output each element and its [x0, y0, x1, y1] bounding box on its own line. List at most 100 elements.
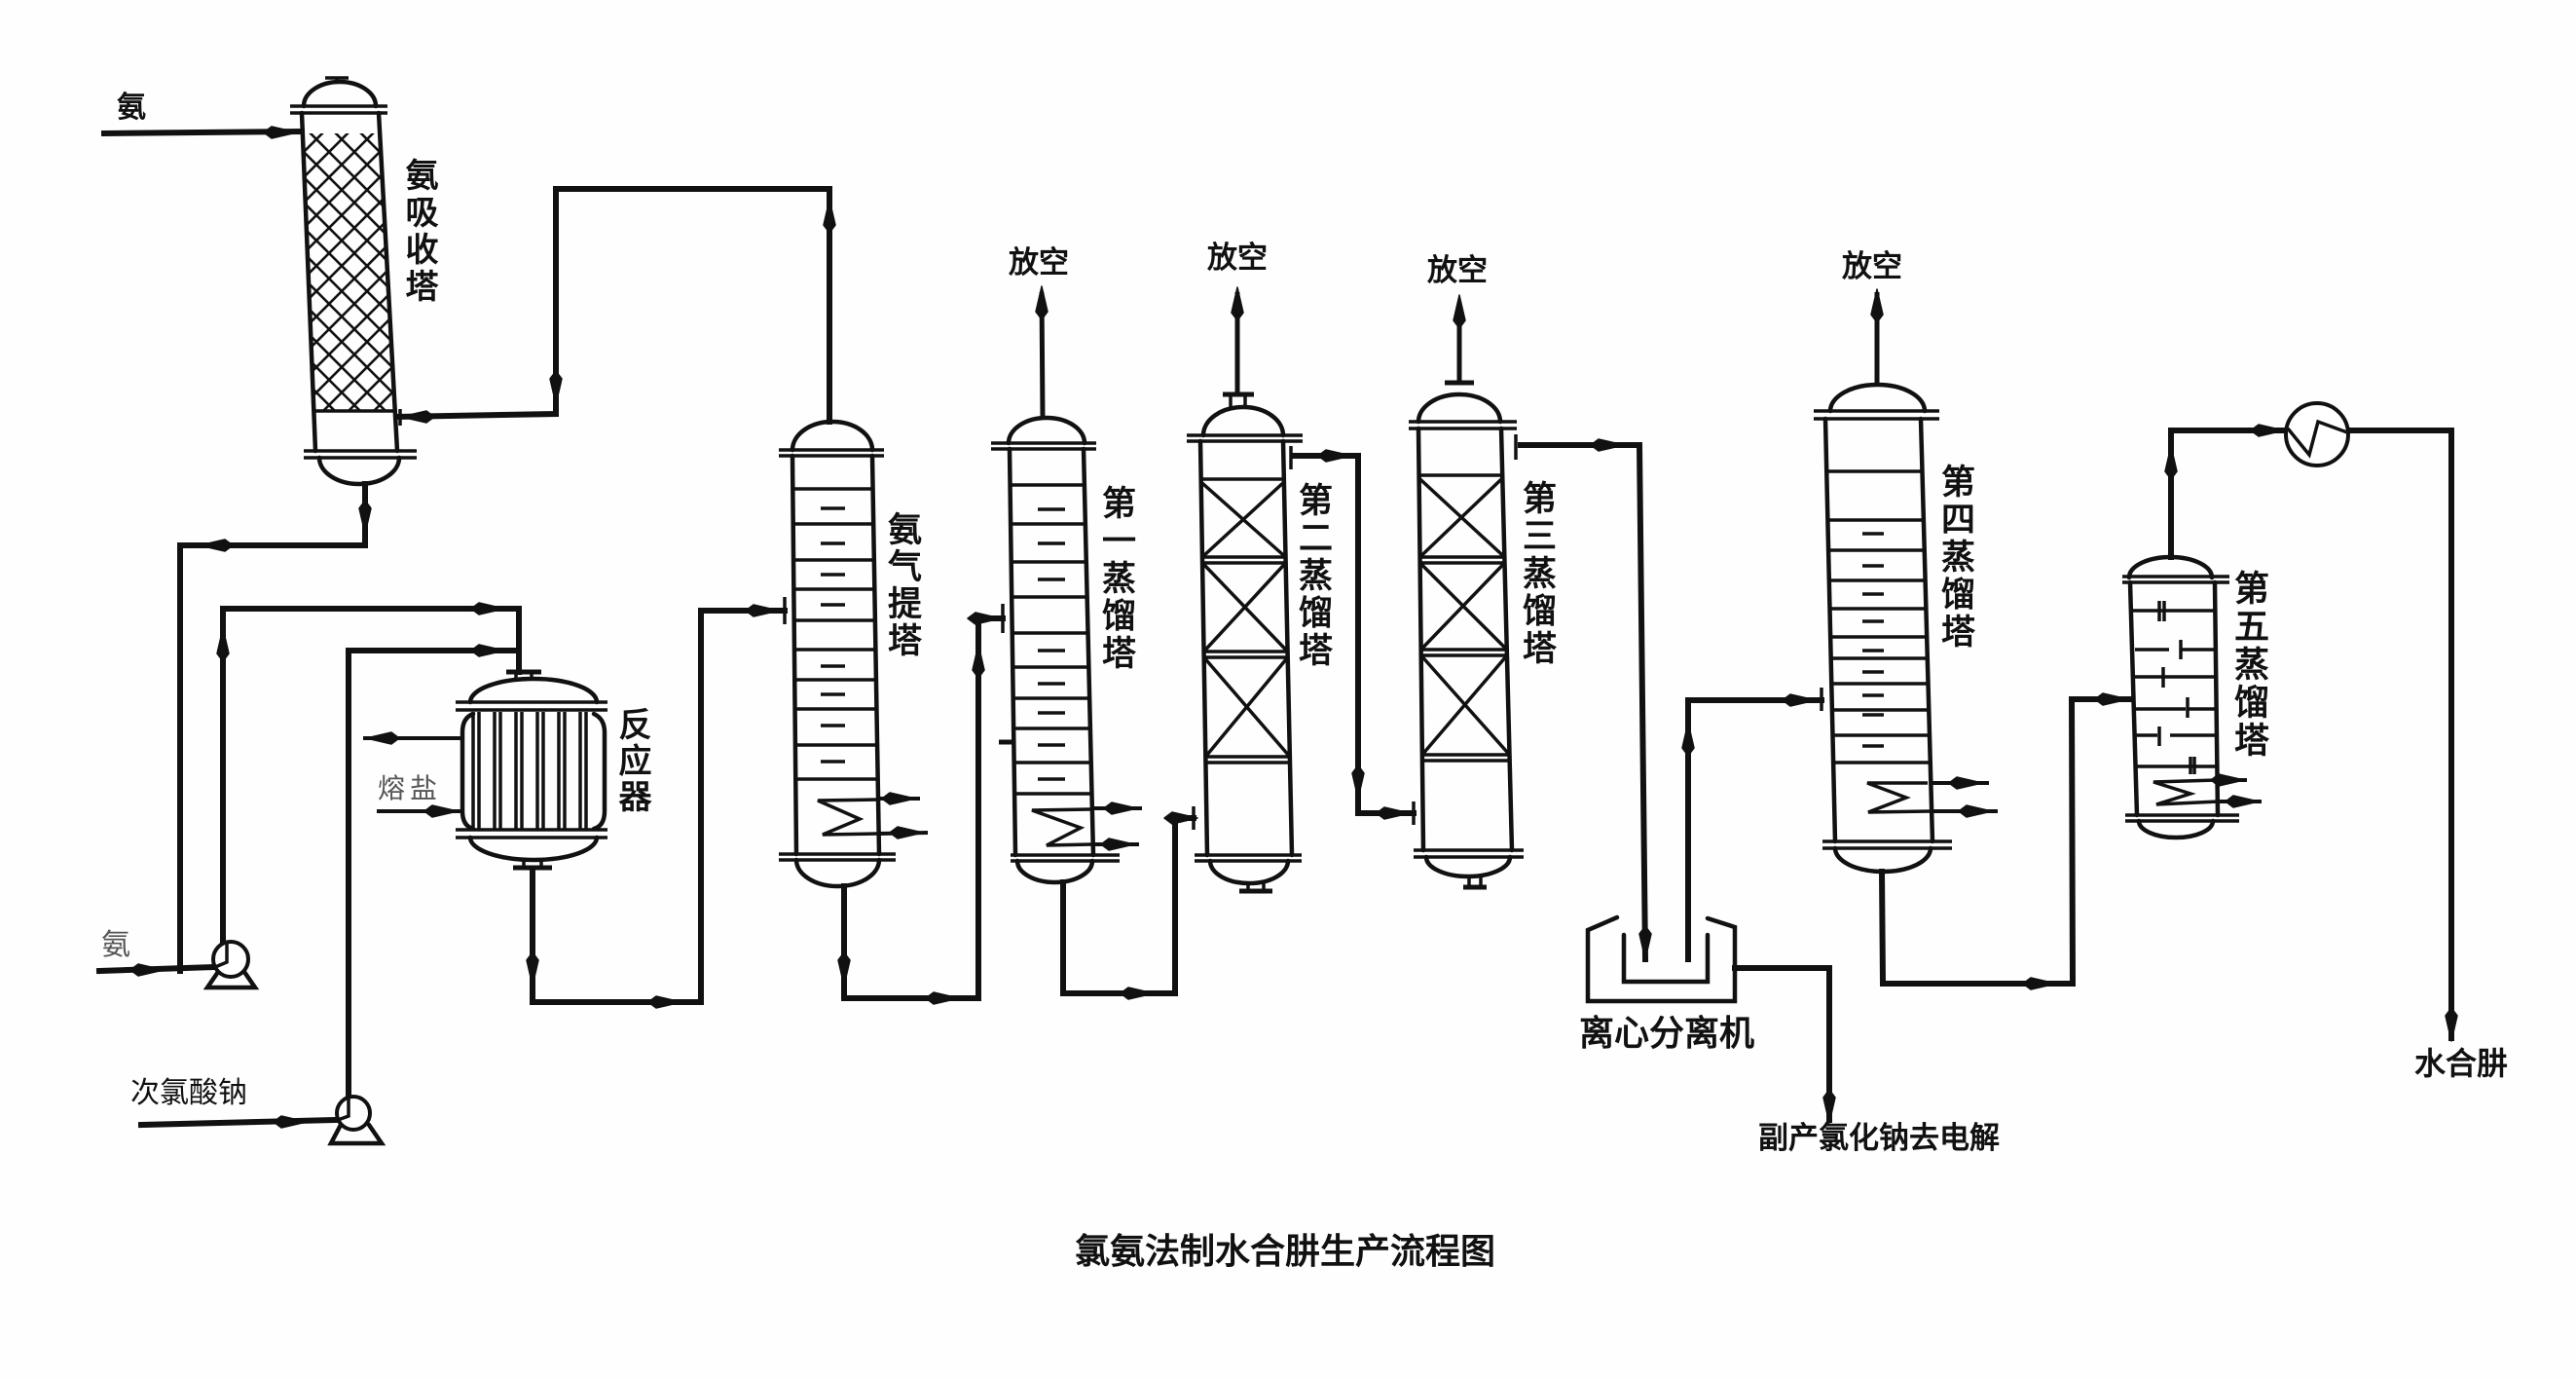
ammonia-feed-flow-arrow-icon	[129, 963, 165, 977]
ammonia-feed-label-top: 氨	[117, 91, 146, 125]
centrifuge-casing	[1585, 914, 1738, 1004]
col2-top-head	[1200, 404, 1286, 438]
col1-feed-flow-arrow-icon	[967, 612, 1002, 625]
col5-bottom-head	[2136, 818, 2216, 840]
ammonia-absorber-label: 氨吸收塔	[399, 158, 438, 306]
ammonia-stripper-label: 氨气提塔	[882, 511, 921, 659]
pump-icon	[327, 1095, 386, 1146]
col5-shell-left	[2127, 579, 2140, 818]
reboiler-coil-icon	[1031, 807, 1093, 847]
absorber-top-head	[301, 79, 379, 109]
condenser-coil	[2286, 419, 2348, 459]
col2-overhead-flow-arrow-icon	[1317, 449, 1352, 463]
col4-heating-2-flow-arrow-icon	[1958, 804, 1993, 818]
stripper-feed-flow-arrow-icon	[745, 604, 780, 617]
condenser-icon	[2284, 401, 2350, 467]
col1-shell-right	[1081, 446, 1096, 858]
distillation-column-1	[991, 415, 1120, 885]
distillation-column-3-label: 第三蒸馏塔	[1517, 480, 1556, 668]
reactor-effluent-right-flow-arrow-icon	[647, 995, 682, 1009]
reactor-label: 反应器	[612, 707, 651, 815]
byproduct-label: 副产氯化钠去电解	[1758, 1121, 2000, 1156]
pipe-stripper-overhead-to-absorber	[395, 186, 832, 425]
col2-shell-left	[1197, 438, 1210, 858]
reactor	[456, 669, 607, 871]
col2-bottom-head	[1207, 858, 1291, 886]
distillation-column-3	[1409, 380, 1524, 890]
col1-top-head	[1006, 415, 1087, 446]
col3-shell-left	[1416, 426, 1426, 853]
ammonia-pump-discharge-flow-arrow-icon	[216, 627, 230, 662]
distillation-column-2	[1187, 391, 1303, 894]
absorber-bottoms-flow-arrow-icon	[358, 500, 372, 535]
col4-shell-left	[1822, 416, 1838, 844]
pipe-col4-bottoms-to-col5	[1878, 696, 2135, 987]
distillation-column-4	[1814, 382, 1952, 875]
col5-feed-flow-arrow-icon	[2094, 692, 2129, 706]
vent-label-col4: 放空	[1842, 249, 1902, 284]
centrifuge-label: 离心分离机	[1579, 1014, 1755, 1054]
col1-bottoms-flow-arrow-icon	[1120, 987, 1155, 1000]
piping	[95, 128, 2454, 1129]
molten-salt-out-flow-arrow-icon	[365, 731, 400, 745]
col5-heating-1-flow-arrow-icon	[2210, 773, 2245, 787]
sodium-hypochlorite-label: 次氯酸钠	[130, 1076, 247, 1110]
packing-cross	[1200, 480, 1286, 559]
pipe-hypochlorite-pump-discharge	[346, 648, 522, 1099]
pipe-reactor-effluent	[530, 608, 788, 1005]
absorber-bottoms-return-flow-arrow-icon	[199, 539, 234, 552]
packing-cross	[1420, 653, 1509, 757]
centrifuge-basket	[1621, 932, 1711, 985]
packing-cross	[1202, 561, 1287, 653]
molten-salt-in-flow-arrow-icon	[423, 804, 459, 818]
absorber-gas-down-flow-arrow-icon	[549, 370, 563, 405]
col3-feed-flow-arrow-icon	[1376, 806, 1411, 820]
absorber-shell-right	[376, 110, 400, 454]
col1-vent-flow-arrow-icon	[1035, 285, 1049, 320]
col1-bottom-head	[1014, 858, 1095, 885]
col4-shell-right	[1918, 416, 1935, 844]
product-label: 水合肼	[2414, 1045, 2509, 1082]
pipe-ammonia-pump-discharge	[220, 606, 522, 945]
pipe-hypochlorite-feed	[137, 1116, 341, 1129]
col3-bottom-head	[1423, 854, 1513, 879]
col4-feed-flow-arrow-icon	[1782, 693, 1817, 707]
reboiler-coil-icon	[1866, 781, 1931, 814]
ammonia-stripper	[779, 419, 896, 889]
col1-shell-left	[1007, 446, 1018, 858]
stripper-heating-2-flow-arrow-icon	[889, 826, 924, 839]
distillation-column-2-label: 第二蒸馏塔	[1293, 482, 1332, 670]
hypochlorite-pump-impeller	[337, 1097, 350, 1122]
condenser-inlet-flow-arrow-icon	[2250, 424, 2285, 437]
ammonia-to-reactor-flow-arrow-icon	[470, 602, 505, 615]
ammonia-inlet-flow-arrow-icon	[263, 126, 298, 139]
hypochlorite-pump-base	[327, 1122, 386, 1146]
col4-bottom-head	[1832, 845, 1933, 875]
molten-salt-label: 熔盐	[378, 772, 443, 804]
hypochlorite-feed-flow-arrow-icon	[273, 1115, 308, 1129]
col3-shell-right	[1498, 426, 1515, 853]
stripper-shell-right	[869, 453, 882, 857]
reactor-jacket-right	[591, 711, 607, 832]
flow-arrows	[129, 126, 2458, 1129]
pipe-col3-overhead-to-centrifuge	[1518, 442, 1649, 963]
ammonia-pump-casing	[211, 940, 250, 979]
hypochlorite-to-reactor-flow-arrow-icon	[470, 644, 505, 657]
col4-heating-1-flow-arrow-icon	[1948, 776, 1983, 790]
stripper-heating-1-flow-arrow-icon	[881, 792, 916, 805]
diagram-title: 氯氨法制水合肼生产流程图	[1075, 1232, 1496, 1272]
absorber-bottom-head	[316, 455, 402, 487]
reboiler-coil-icon	[2153, 778, 2220, 806]
stripper-overhead-flow-arrow-icon	[823, 199, 836, 234]
col4-bottoms-flow-arrow-icon	[2022, 977, 2057, 990]
col2-vent-flow-arrow-icon	[1231, 286, 1244, 321]
stripper-bottoms-down-flow-arrow-icon	[837, 951, 851, 987]
ammonia-pump-base	[202, 969, 260, 990]
distillation-column-4-label: 第四蒸馏塔	[1935, 464, 1974, 652]
absorber-gas-inlet-flow-arrow-icon	[400, 410, 435, 424]
pipe-product	[2345, 428, 2454, 1041]
col5-sieve-trays	[2132, 601, 2217, 774]
packing-cross	[1419, 561, 1506, 652]
